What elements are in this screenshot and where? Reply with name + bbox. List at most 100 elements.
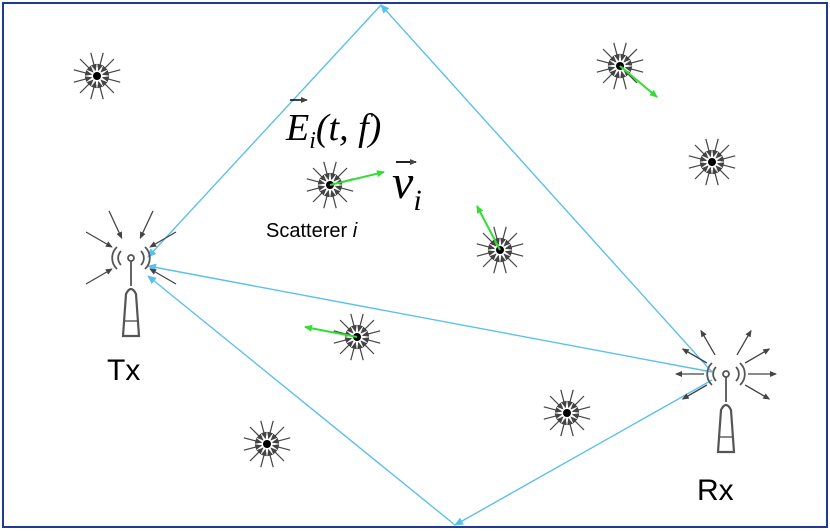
incoming-arrow (613, 42, 620, 62)
incoming-arrow (330, 189, 337, 209)
incoming-arrow (333, 167, 348, 182)
incoming-arrow (108, 210, 123, 240)
velocity-expression: vi (392, 156, 422, 217)
outgoing-arrow (736, 329, 752, 356)
incoming-arrow (602, 69, 617, 84)
incoming-arrow (694, 165, 709, 180)
antenna-icon (706, 362, 746, 454)
incoming-arrow (267, 448, 274, 468)
incoming-arrow (260, 448, 267, 468)
incoming-arrow (705, 138, 712, 158)
incoming-arrow (482, 253, 497, 268)
incoming-arrow (694, 144, 709, 159)
incoming-arrow (350, 313, 357, 333)
field-label: Ei(t, f) (285, 107, 381, 154)
incoming-arrow (101, 76, 121, 83)
incoming-arrow (360, 340, 375, 355)
incoming-arrow (712, 166, 719, 186)
incoming-arrow (357, 341, 364, 361)
incoming-arrow (85, 231, 113, 248)
incoming-arrow (312, 167, 327, 182)
incoming-arrow (323, 161, 330, 181)
outgoing-arrow (681, 384, 708, 400)
scatterer-icon (243, 420, 291, 468)
scatterer-icon (596, 42, 644, 90)
scatterer-icon (543, 389, 591, 437)
incoming-arrow (716, 162, 736, 169)
incoming-arrow (100, 79, 115, 94)
incoming-arrow (267, 420, 274, 440)
ray-rx-to-tx (147, 263, 713, 373)
incoming-arrow (330, 161, 337, 181)
incoming-arrow (571, 406, 591, 413)
incoming-arrow (712, 138, 719, 158)
velocity-label: vi (392, 156, 422, 217)
outgoing-arrow (744, 384, 771, 400)
incoming-arrow (306, 185, 326, 192)
incoming-arrow (79, 58, 94, 73)
incoming-arrow (504, 243, 524, 250)
incoming-arrow (243, 437, 263, 444)
field-symbol: E (285, 107, 309, 149)
incoming-arrow (715, 144, 730, 159)
incoming-arrow (361, 330, 381, 337)
tx-incoming-arrows (85, 210, 177, 285)
scatterer-node (708, 158, 716, 166)
incoming-arrow (73, 69, 93, 76)
incoming-arrow (596, 66, 616, 73)
incoming-arrow (503, 253, 518, 268)
incoming-arrow (334, 185, 354, 192)
scatterer-icon (333, 313, 381, 361)
incoming-arrow (596, 59, 616, 66)
ray-top-to-tx (147, 4, 382, 258)
incoming-arrow (100, 58, 115, 73)
incoming-arrow (620, 42, 627, 62)
velocity-symbol: v (392, 156, 414, 209)
ray-rx-to-bottom (454, 379, 713, 526)
outgoing-arrow (681, 348, 708, 364)
incoming-arrow (249, 447, 264, 462)
incoming-arrow (688, 162, 708, 169)
incoming-arrow (243, 444, 263, 451)
scatterer-node (263, 440, 271, 448)
incoming-arrow (97, 80, 104, 100)
incoming-arrow (149, 268, 177, 285)
outgoing-arrow (700, 329, 716, 356)
incoming-arrow (549, 395, 564, 410)
incoming-arrow (500, 226, 507, 246)
incoming-arrow (571, 413, 591, 420)
rx-label: Rx (697, 474, 734, 507)
incoming-arrow (270, 447, 285, 462)
scatterer-name: Scatterer (266, 220, 353, 242)
incoming-arrow (85, 268, 113, 285)
incoming-arrow (260, 420, 267, 440)
incoming-arrow (271, 444, 291, 451)
incoming-arrow (493, 226, 500, 246)
field-expression: Ei(t, f) (285, 97, 381, 154)
incoming-arrow (333, 337, 353, 344)
incoming-arrow (543, 406, 563, 413)
incoming-arrow (312, 188, 327, 203)
scatterer-icon (73, 52, 121, 100)
incoming-arrow (73, 76, 93, 83)
antenna-icon (111, 246, 151, 338)
incoming-arrow (543, 413, 563, 420)
scatterer-node (563, 409, 571, 417)
incoming-arrow (624, 59, 644, 66)
incoming-arrow (623, 48, 638, 63)
incoming-arrow (149, 231, 177, 248)
rx-outgoing-arrows (675, 329, 777, 400)
incoming-arrow (271, 437, 291, 444)
incoming-arrow (493, 254, 500, 274)
incoming-arrow (101, 69, 121, 76)
ray-bottom-to-tx (147, 275, 456, 526)
incoming-arrow (360, 319, 375, 334)
incoming-arrow (323, 189, 330, 209)
incoming-arrow (476, 243, 496, 250)
incoming-arrow (688, 155, 708, 162)
scatterer-group (73, 42, 736, 468)
incoming-arrow (602, 48, 617, 63)
incoming-arrow (333, 188, 348, 203)
